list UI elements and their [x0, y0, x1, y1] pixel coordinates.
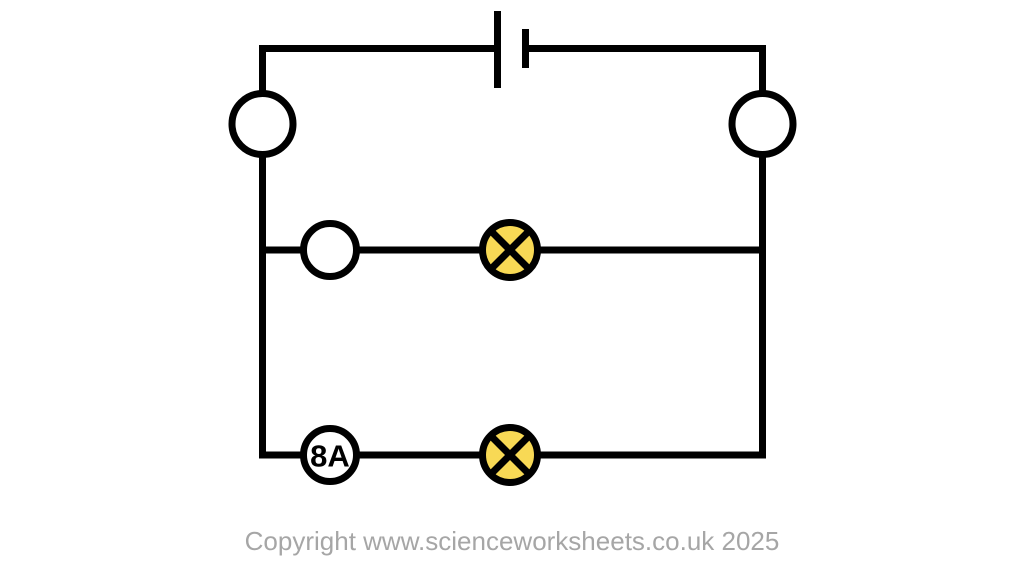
lamp-middle-branch[interactable] — [479, 219, 541, 281]
copyright-notice: Copyright www.scienceworksheets.co.uk 20… — [244, 526, 780, 556]
lamp-bottom-branch[interactable] — [479, 424, 541, 486]
ammeter-bottom-branch-label: 8A — [310, 439, 350, 474]
ammeter-bottom-branch[interactable]: 8A — [300, 425, 360, 485]
main-loop-wires — [259, 45, 766, 459]
ammeter-top-right-body[interactable] — [728, 90, 797, 158]
ammeter-top-right[interactable] — [728, 90, 797, 158]
ammeter-middle-branch[interactable] — [300, 220, 360, 280]
ammeter-top-left[interactable] — [228, 90, 297, 158]
lamp-middle-branch-cross-icon — [489, 229, 531, 271]
ammeter-middle-branch-body[interactable] — [300, 220, 360, 280]
ammeter-top-left-body[interactable] — [228, 90, 297, 158]
lamp-bottom-branch-cross-icon — [489, 434, 531, 476]
ammeter-bottom-branch-body[interactable] — [300, 425, 360, 485]
cell-symbol — [494, 11, 529, 88]
